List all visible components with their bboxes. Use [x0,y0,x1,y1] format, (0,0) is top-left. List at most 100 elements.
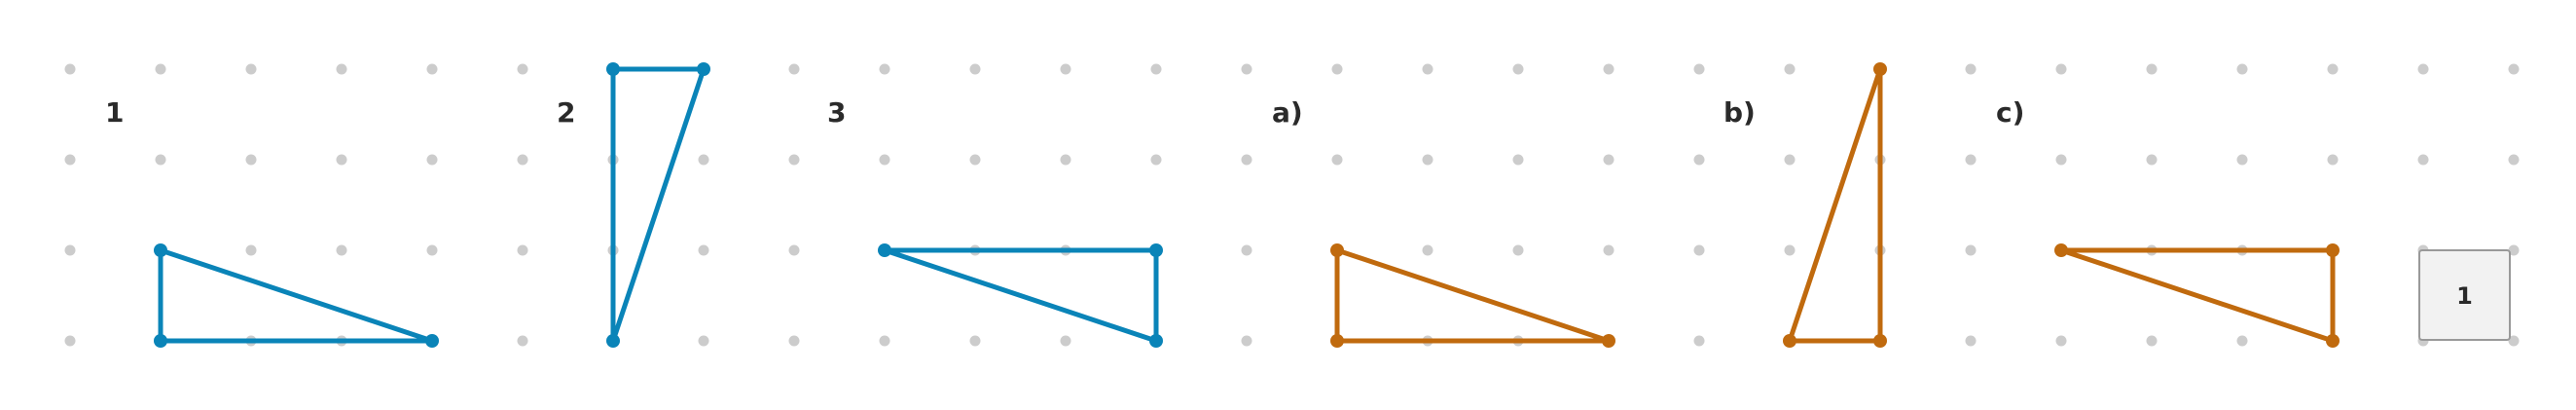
given-triangle-1-vertex-2 [154,334,167,348]
grid-dot [2055,335,2067,347]
grid-dot [1603,244,1615,256]
option-triangle-a-vertex-3 [1602,334,1615,348]
grid-dot [517,154,528,166]
grid-dot [2146,63,2158,75]
option-triangle-b-outline[interactable] [1787,66,1883,344]
grid-dot [788,63,800,75]
grid-dot [2417,154,2429,166]
grid-dot [2508,154,2520,166]
shape-label-1: 1 [105,96,124,129]
grid-dot [698,335,709,347]
given-triangle-1-vertex-1 [154,243,167,257]
grid-dot [1422,154,1433,166]
option-triangle-b[interactable] [1783,62,1887,348]
grid-dot [336,63,347,75]
grid-dot [2327,154,2339,166]
grid-dot [879,335,890,347]
grid-dot [1241,154,1252,166]
grid-dot [1150,63,1162,75]
given-triangle-3-vertex-1 [878,243,891,257]
grid-dot [2146,335,2158,347]
grid-dot [245,154,257,166]
grid-dot [2055,63,2067,75]
grid-dot [1512,244,1524,256]
answer-box-frame[interactable] [2418,249,2511,341]
answer-box-value: 1 [2456,282,2473,310]
grid-dot [879,63,890,75]
grid-dot [64,335,76,347]
grid-dot [1422,63,1433,75]
grid-dot [1965,244,1977,256]
grid-dot [1241,63,1252,75]
grid-dot [788,335,800,347]
grid-dot [1784,154,1796,166]
grid-dot [517,244,528,256]
given-triangle-1 [154,243,439,348]
option-label-a[interactable]: a) [1272,96,1303,129]
grid-dot [1965,154,1977,166]
given-triangle-2-outline [610,66,707,344]
option-label-c[interactable]: c) [1996,96,2024,129]
grid-dot [64,63,76,75]
option-label-b[interactable]: b) [1723,96,1756,129]
option-triangle-b-vertex-2 [1873,334,1887,348]
grid-dot [426,154,438,166]
grid-dot [2236,63,2248,75]
option-triangle-c-vertex-1 [2054,243,2068,257]
grid-dot [1603,154,1615,166]
grid-dot [1693,335,1705,347]
answer-box[interactable]: 1 [2418,249,2511,341]
given-triangle-3 [878,243,1163,348]
grid-dot [517,63,528,75]
option-triangle-c-vertex-3 [2326,334,2340,348]
grid-dot [969,63,981,75]
option-triangle-b-vertex-3 [1783,334,1796,348]
grid-dot [788,154,800,166]
grid-dot [1512,154,1524,166]
option-triangle-c[interactable] [2054,243,2340,348]
given-triangle-1-outline [158,247,435,344]
shape-label-2: 2 [557,96,575,129]
given-triangle-3-vertex-2 [1149,243,1163,257]
option-triangle-a[interactable] [1330,243,1615,348]
given-triangle-1-vertex-3 [425,334,439,348]
option-triangle-c-vertex-2 [2326,243,2340,257]
grid-dot [969,335,981,347]
grid-dot [1693,63,1705,75]
grid-dot [1060,63,1071,75]
option-triangle-b-vertex-1 [1873,62,1887,76]
grid-dot [2146,154,2158,166]
grid-dot [1060,154,1071,166]
grid-dot [1150,154,1162,166]
grid-dot [1241,335,1252,347]
grid-dot [2236,154,2248,166]
option-triangle-a-vertex-2 [1330,334,1344,348]
grid-dot [2508,244,2520,256]
grid-dot [698,244,709,256]
grid-dot [336,244,347,256]
grid-dot [64,244,76,256]
grid-dot [879,154,890,166]
grid-dot [1331,63,1343,75]
grid-dot [64,154,76,166]
triangles-layer [154,62,2340,348]
grid-dot [2055,154,2067,166]
option-triangle-a-outline[interactable] [1334,247,1612,344]
grid-dot [1784,244,1796,256]
given-triangle-3-vertex-3 [1149,334,1163,348]
grid-dot [2508,335,2520,347]
grid-dot [698,154,709,166]
given-triangle-2-vertex-3 [606,334,620,348]
shape-label-3: 3 [827,96,846,129]
grid-dot [1241,244,1252,256]
given-triangle-3-outline [882,247,1159,344]
grid-dot [1422,244,1433,256]
grid-dot [788,244,800,256]
option-triangle-c-outline[interactable] [2058,247,2336,344]
given-triangle-2 [606,62,710,348]
grid-dot [2508,63,2520,75]
given-triangle-2-vertex-1 [606,62,620,76]
option-triangle-a-vertex-1 [1330,243,1344,257]
grid-dot [1060,335,1071,347]
